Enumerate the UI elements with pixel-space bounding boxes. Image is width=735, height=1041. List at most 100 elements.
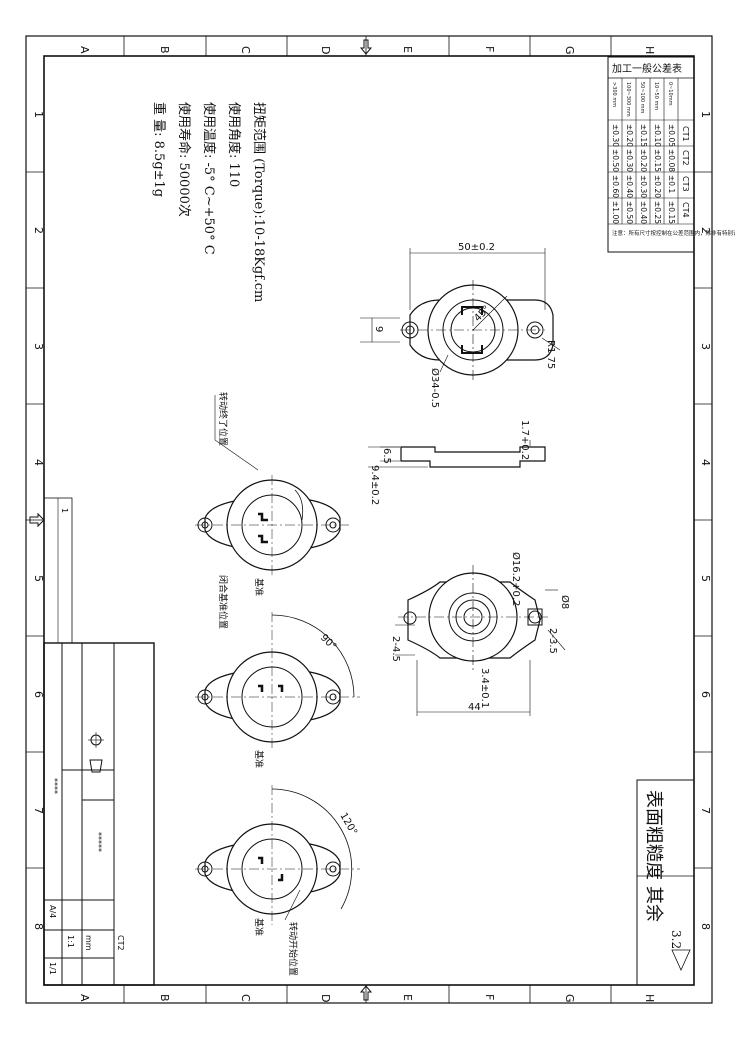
- svg-text:****: ****: [50, 778, 59, 794]
- label-ref-1: 基准: [253, 578, 265, 596]
- svg-text:5: 5: [699, 575, 712, 582]
- svg-text:1:1: 1:1: [66, 935, 75, 948]
- svg-text:B: B: [158, 994, 171, 1002]
- dim-radius: R1.75: [545, 340, 556, 369]
- svg-text:G: G: [563, 46, 576, 55]
- svg-text:±0.60: ±0.60: [611, 175, 620, 198]
- svg-text:±0.20: ±0.20: [639, 149, 648, 172]
- dim-side-65: 6.5: [381, 448, 392, 464]
- svg-text:±0.40: ±0.40: [639, 201, 648, 224]
- svg-text:±0.20: ±0.20: [653, 175, 662, 198]
- svg-text:A: A: [78, 46, 91, 54]
- specs-block: 扭矩范围 (Torque):10-18Kgf.cm 使用角度: 110 使用温度…: [151, 102, 266, 302]
- label-rotate-end: 转动终了位置: [217, 392, 229, 446]
- label-ref-3: 基准: [253, 918, 265, 936]
- state-view-1: [195, 395, 350, 578]
- svg-text:H: H: [643, 46, 656, 54]
- svg-text:±0.1: ±0.1: [667, 175, 676, 193]
- svg-text:E: E: [401, 46, 414, 53]
- label-closed-ref: 闭合基准位置: [217, 575, 229, 629]
- row-labels-right: 1 2 3 4 5 6 7 8: [699, 111, 712, 930]
- label-rotate-start: 转动开始位置: [287, 922, 299, 976]
- svg-text:±0.50: ±0.50: [625, 201, 634, 224]
- svg-text:8: 8: [32, 923, 45, 930]
- svg-text:±0.15: ±0.15: [639, 124, 648, 147]
- svg-text:CT3: CT3: [681, 176, 690, 192]
- dim-dia-162: Ø16.2+0.2: [510, 552, 522, 606]
- svg-text:7: 7: [699, 807, 712, 814]
- svg-text:6: 6: [32, 691, 45, 698]
- svg-text:C: C: [239, 994, 252, 1002]
- svg-text:5: 5: [32, 575, 45, 582]
- svg-text:±0.15: ±0.15: [667, 201, 676, 224]
- dim-35: 2-3.5: [547, 628, 558, 654]
- svg-text:8: 8: [699, 923, 712, 930]
- svg-text:A: A: [78, 994, 91, 1002]
- svg-text:*****: *****: [94, 832, 103, 852]
- outer-border: [25, 35, 713, 1004]
- svg-text:2: 2: [32, 227, 45, 234]
- svg-text:F: F: [483, 46, 496, 52]
- svg-text:C: C: [239, 46, 252, 54]
- svg-text:1: 1: [60, 508, 69, 513]
- column-labels-bottom: A B C D E F G H: [78, 994, 656, 1003]
- svg-text:100~300 mm: 100~300 mm: [625, 82, 631, 117]
- column-labels-top: A B C D E F G H: [78, 46, 656, 55]
- dim-width-top: 50±0.2: [458, 242, 495, 253]
- svg-text:1/1: 1/1: [48, 962, 57, 975]
- row-labels-left: 1 2 3 4 5 6 7 8: [32, 111, 45, 930]
- svg-text:B: B: [158, 46, 171, 54]
- svg-text:A/4: A/4: [48, 905, 57, 918]
- svg-text:7: 7: [32, 807, 45, 814]
- title-block-text: A/4 1:1 mm CT2 1/1 ***** **** 1: [48, 508, 125, 975]
- svg-text:3: 3: [32, 343, 45, 350]
- spec-weight: 重 量: 8.5g±1g: [151, 102, 167, 197]
- svg-text:2: 2: [699, 227, 712, 234]
- roughness-others: 其余: [643, 886, 664, 922]
- tolerance-table: 加工一般公差表 CT1 CT2 CT3 CT4 0~10mm 10~50 mm …: [607, 56, 735, 253]
- state-view-2: [195, 612, 360, 750]
- dim-dia-34: Ø34-0.5: [429, 368, 441, 408]
- svg-text:H: H: [643, 994, 656, 1002]
- svg-text:>300 mm: >300 mm: [611, 82, 617, 107]
- svg-text:D: D: [319, 994, 332, 1002]
- svg-text:CT4: CT4: [681, 202, 690, 218]
- svg-text:±0.05: ±0.05: [667, 124, 676, 147]
- svg-text:0~10mm: 0~10mm: [667, 82, 673, 106]
- svg-text:1: 1: [32, 111, 45, 118]
- svg-text:mm: mm: [84, 935, 93, 951]
- dim-height-9: 9: [373, 326, 384, 332]
- dim-thick-17: 1.7+0.2: [519, 420, 530, 460]
- svg-text:CT1: CT1: [681, 126, 690, 142]
- centering-marks: [29, 39, 373, 1001]
- state-view-3: [195, 785, 360, 925]
- side-view: [368, 440, 546, 468]
- svg-text:3: 3: [699, 343, 712, 350]
- svg-text:±0.30: ±0.30: [639, 175, 648, 198]
- angle-120: 120°: [337, 811, 359, 837]
- svg-text:CT2: CT2: [116, 935, 125, 951]
- label-ref-2: 基准: [253, 750, 265, 768]
- svg-text:D: D: [319, 46, 332, 54]
- svg-text:4: 4: [32, 459, 45, 466]
- spec-temp: 使用温度: -5° C~+50° C: [201, 102, 217, 255]
- tolerance-note: 注意：所有尺寸按控制在公差范围内，除非有特别说明。: [612, 229, 735, 237]
- top-view: [360, 248, 561, 380]
- svg-text:±0.30: ±0.30: [625, 149, 634, 172]
- roughness-value: 3.2: [669, 930, 683, 949]
- svg-text:±0.30: ±0.30: [611, 124, 620, 147]
- dim-34: 3.4±0.1: [479, 668, 490, 708]
- dim-dia-8: Ø8: [559, 595, 571, 609]
- svg-text:CT2: CT2: [681, 150, 690, 166]
- spec-angle: 使用角度: 110: [226, 102, 242, 187]
- svg-text:10~50 mm: 10~50 mm: [653, 82, 659, 110]
- angle-90: 90°: [318, 632, 338, 652]
- svg-text:G: G: [563, 994, 576, 1003]
- svg-text:6: 6: [699, 691, 712, 698]
- svg-text:±0.25: ±0.25: [653, 201, 662, 224]
- svg-text:4: 4: [699, 459, 712, 466]
- dim-side-94: 9.4±0.2: [369, 465, 380, 505]
- svg-text:50~100 mm: 50~100 mm: [639, 82, 645, 114]
- grid-ticks: [26, 36, 712, 1003]
